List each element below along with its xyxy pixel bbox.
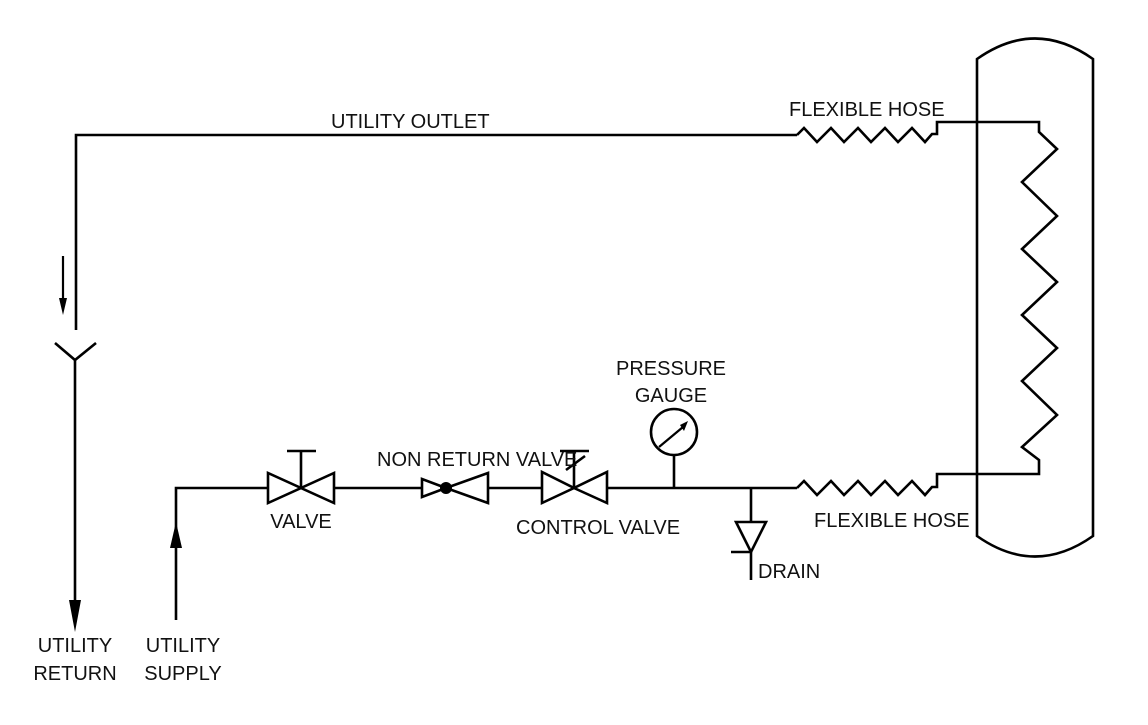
label-non-return-valve: NON RETURN VALVE xyxy=(377,449,577,471)
label-utility-return-line1: UTILITY xyxy=(38,635,112,657)
vessel-shell xyxy=(975,37,1095,558)
flexible-hose-top xyxy=(796,120,940,144)
label-utility-supply-line2: SUPPLY xyxy=(144,663,221,685)
non-return-valve xyxy=(420,471,490,505)
label-valve: VALVE xyxy=(270,511,332,533)
heating-coil xyxy=(940,120,1059,476)
pressure-gauge xyxy=(649,407,699,488)
label-utility-supply-line1: UTILITY xyxy=(146,635,220,657)
flow-arrow-down xyxy=(59,256,67,315)
label-drain: DRAIN xyxy=(758,561,820,583)
utility-outlet-pipe xyxy=(74,133,797,330)
utility-supply-pipe xyxy=(170,486,268,620)
label-pressure-gauge-line2: GAUGE xyxy=(635,385,707,407)
label-pressure-gauge-line1: PRESSURE xyxy=(616,358,726,380)
label-utility-outlet: UTILITY OUTLET xyxy=(331,111,490,133)
drain xyxy=(731,488,769,580)
tundish-funnel xyxy=(54,341,97,632)
flexible-hose-bottom xyxy=(796,472,940,497)
vessel xyxy=(975,37,1095,558)
label-control-valve: CONTROL VALVE xyxy=(516,517,680,539)
utility-return-arrow xyxy=(69,600,81,632)
label-utility-return-line2: RETURN xyxy=(33,663,116,685)
label-flexible-hose-top: FLEXIBLE HOSE xyxy=(789,99,945,121)
label-flexible-hose-bottom: FLEXIBLE HOSE xyxy=(814,510,970,532)
valve xyxy=(266,449,336,506)
